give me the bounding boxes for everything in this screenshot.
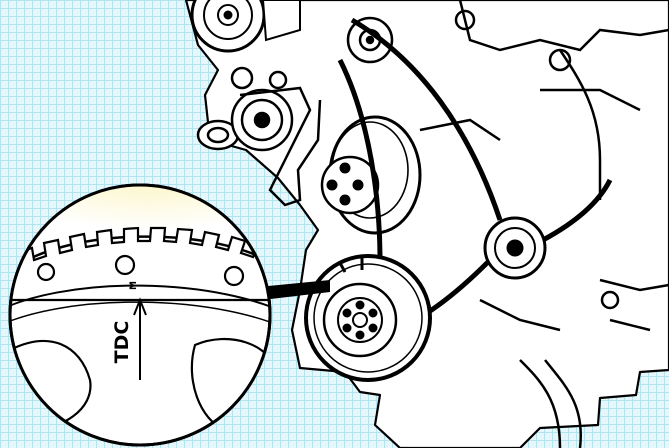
engine-block	[184, 0, 669, 448]
water-pump-pulley	[320, 115, 422, 235]
up-arrow-icon	[133, 297, 147, 380]
tdc-callout: M TDC	[8, 183, 272, 447]
flywheel-holes	[36, 254, 245, 287]
alternator-pulley	[483, 216, 547, 280]
callout-leader	[258, 280, 330, 300]
mark-label: M	[129, 281, 139, 290]
tdc-label: TDC	[111, 321, 133, 364]
crankshaft-pulley	[304, 254, 432, 382]
belt-tensioner	[196, 66, 322, 207]
idler-pulley-top	[190, 0, 301, 53]
engine-pipes	[419, 0, 669, 448]
drive-belt	[337, 17, 613, 333]
